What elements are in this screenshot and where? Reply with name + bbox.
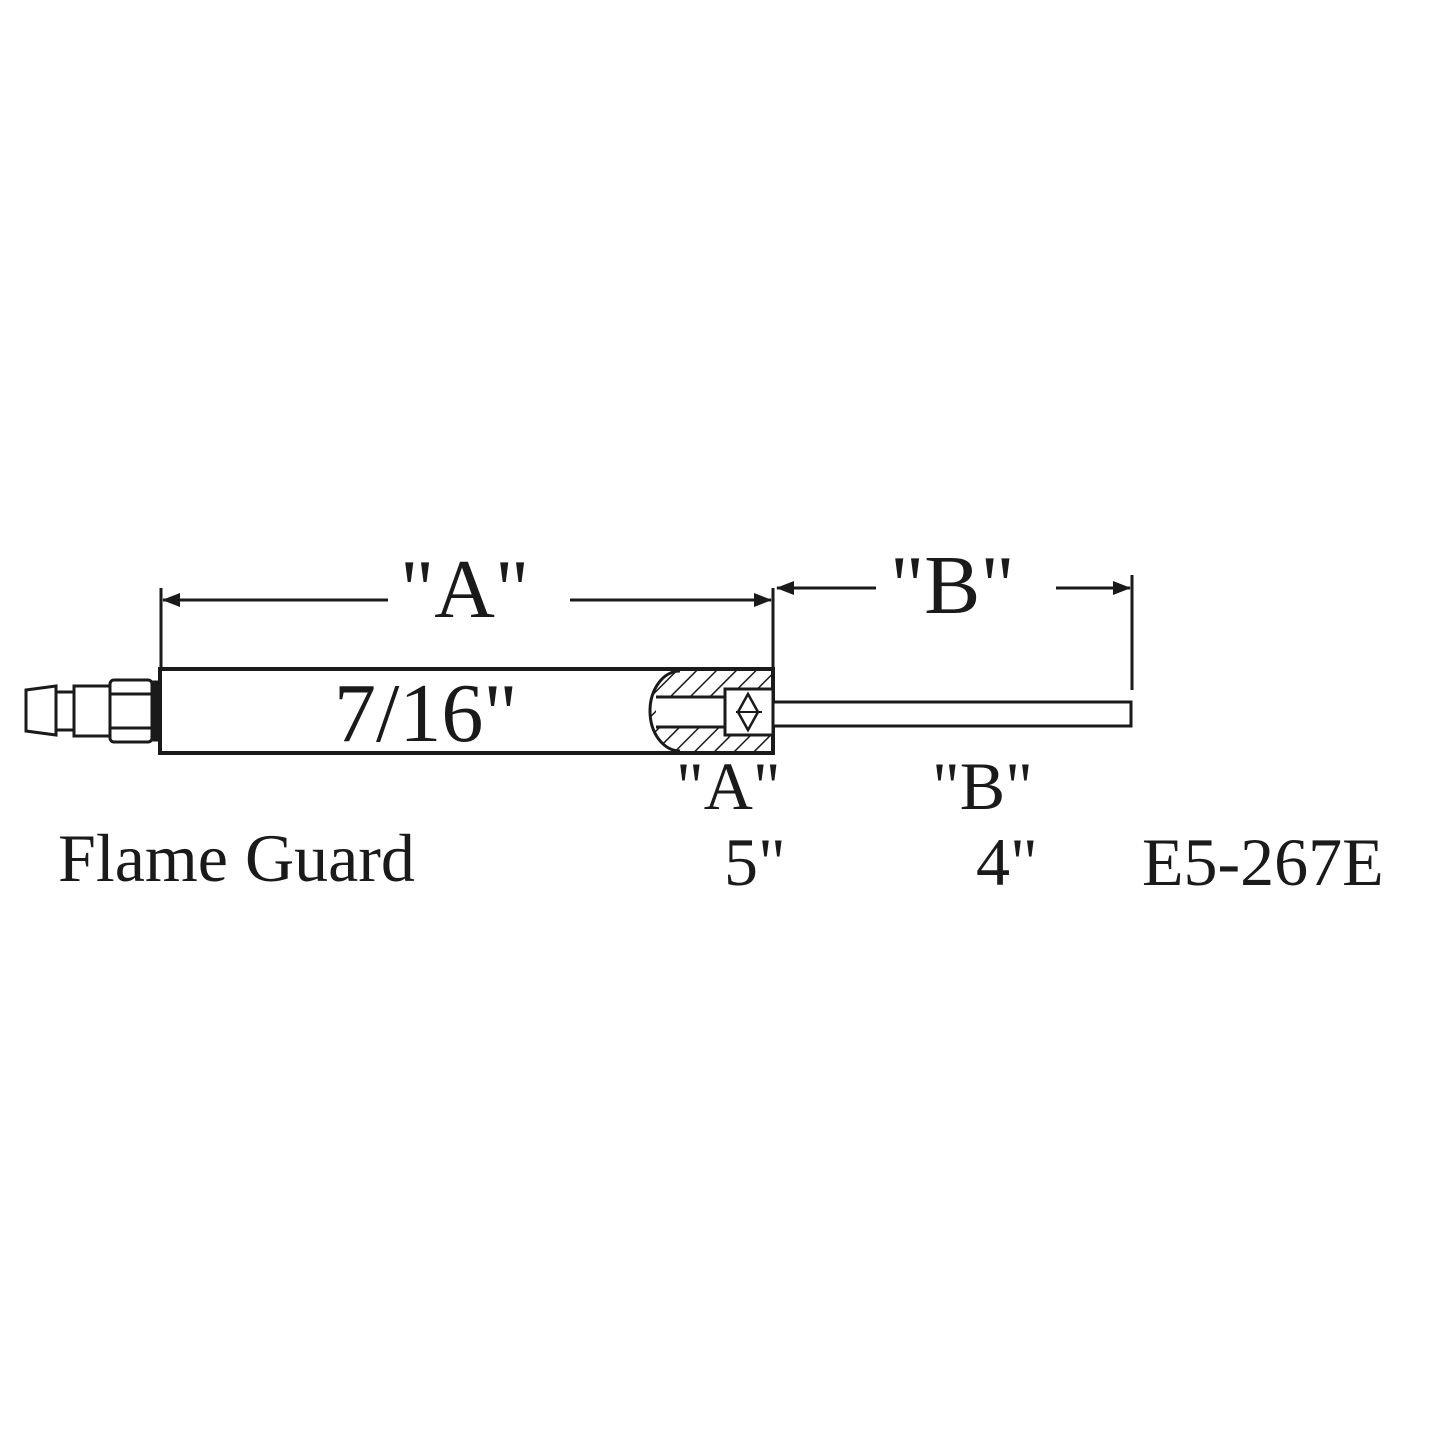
terminal-connector [24, 678, 162, 744]
electrode-rod [771, 700, 1133, 728]
spec-value-b: 4" [976, 824, 1038, 900]
brand-name: Flame Guard [58, 820, 415, 896]
spec-header-a: "A" [676, 748, 781, 824]
dimension-a-lines [159, 588, 775, 668]
dimension-b-lines [776, 575, 1134, 690]
dimension-a-label: "A" [400, 543, 530, 636]
sleeve-section [648, 669, 775, 753]
spec-header-b: "B" [932, 748, 1033, 824]
dimension-b-label: "B" [890, 539, 1015, 632]
spec-value-a: 5" [724, 824, 786, 900]
part-number: E5-267E [1142, 824, 1384, 900]
rod-diameter-label: 7/16" [334, 667, 518, 760]
